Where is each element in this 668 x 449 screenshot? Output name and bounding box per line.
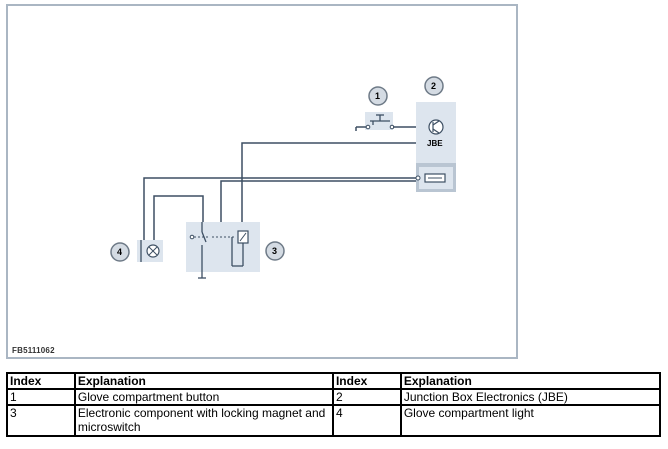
figure-id-label: FB5111062 [12,346,55,355]
header-explanation-2: Explanation [399,372,662,390]
header-explanation-1: Explanation [73,372,334,390]
cell-index: 1 [6,388,76,406]
cell-explanation: Glove compartment light [399,404,662,437]
locking-magnet-microswitch-symbol [186,222,260,279]
callout-3-label: 3 [272,246,277,256]
transistor-symbol [428,119,444,135]
cell-index: 4 [331,404,402,437]
header-index-2: Index [331,372,402,390]
lamp-symbol [146,244,160,258]
callout-1: 1 [368,86,388,106]
cell-explanation: Glove compartment button [73,388,334,406]
header-index-1: Index [6,372,76,390]
jbe-label: JBE [427,139,443,148]
legend-header-row: Index Explanation Index Explanation [6,372,662,390]
glove-compartment-light-symbol [137,240,163,262]
callout-2: 2 [424,76,444,96]
table-row: 1 Glove compartment button 2 Junction Bo… [6,388,662,406]
callout-4-label: 4 [117,247,122,257]
fuse-symbol [424,173,446,183]
wiring [143,126,416,240]
relay-coil-symbol [237,230,249,244]
wiring-diagram: JBE [110,76,456,279]
callout-2-label: 2 [431,81,436,91]
table-row: 3 Electronic component with locking magn… [6,404,662,437]
callout-3: 3 [265,241,285,261]
callout-1-label: 1 [375,91,380,101]
callout-4: 4 [110,242,130,262]
cell-index: 3 [6,404,76,437]
junction-box-electronics-symbol: JBE [416,102,456,192]
legend-table: Index Explanation Index Explanation 1 Gl… [6,372,662,437]
cell-explanation: Junction Box Electronics (JBE) [399,388,662,406]
cell-index: 2 [331,388,402,406]
cell-explanation: Electronic component with locking magnet… [73,404,334,437]
glove-compartment-button-symbol [355,112,395,131]
